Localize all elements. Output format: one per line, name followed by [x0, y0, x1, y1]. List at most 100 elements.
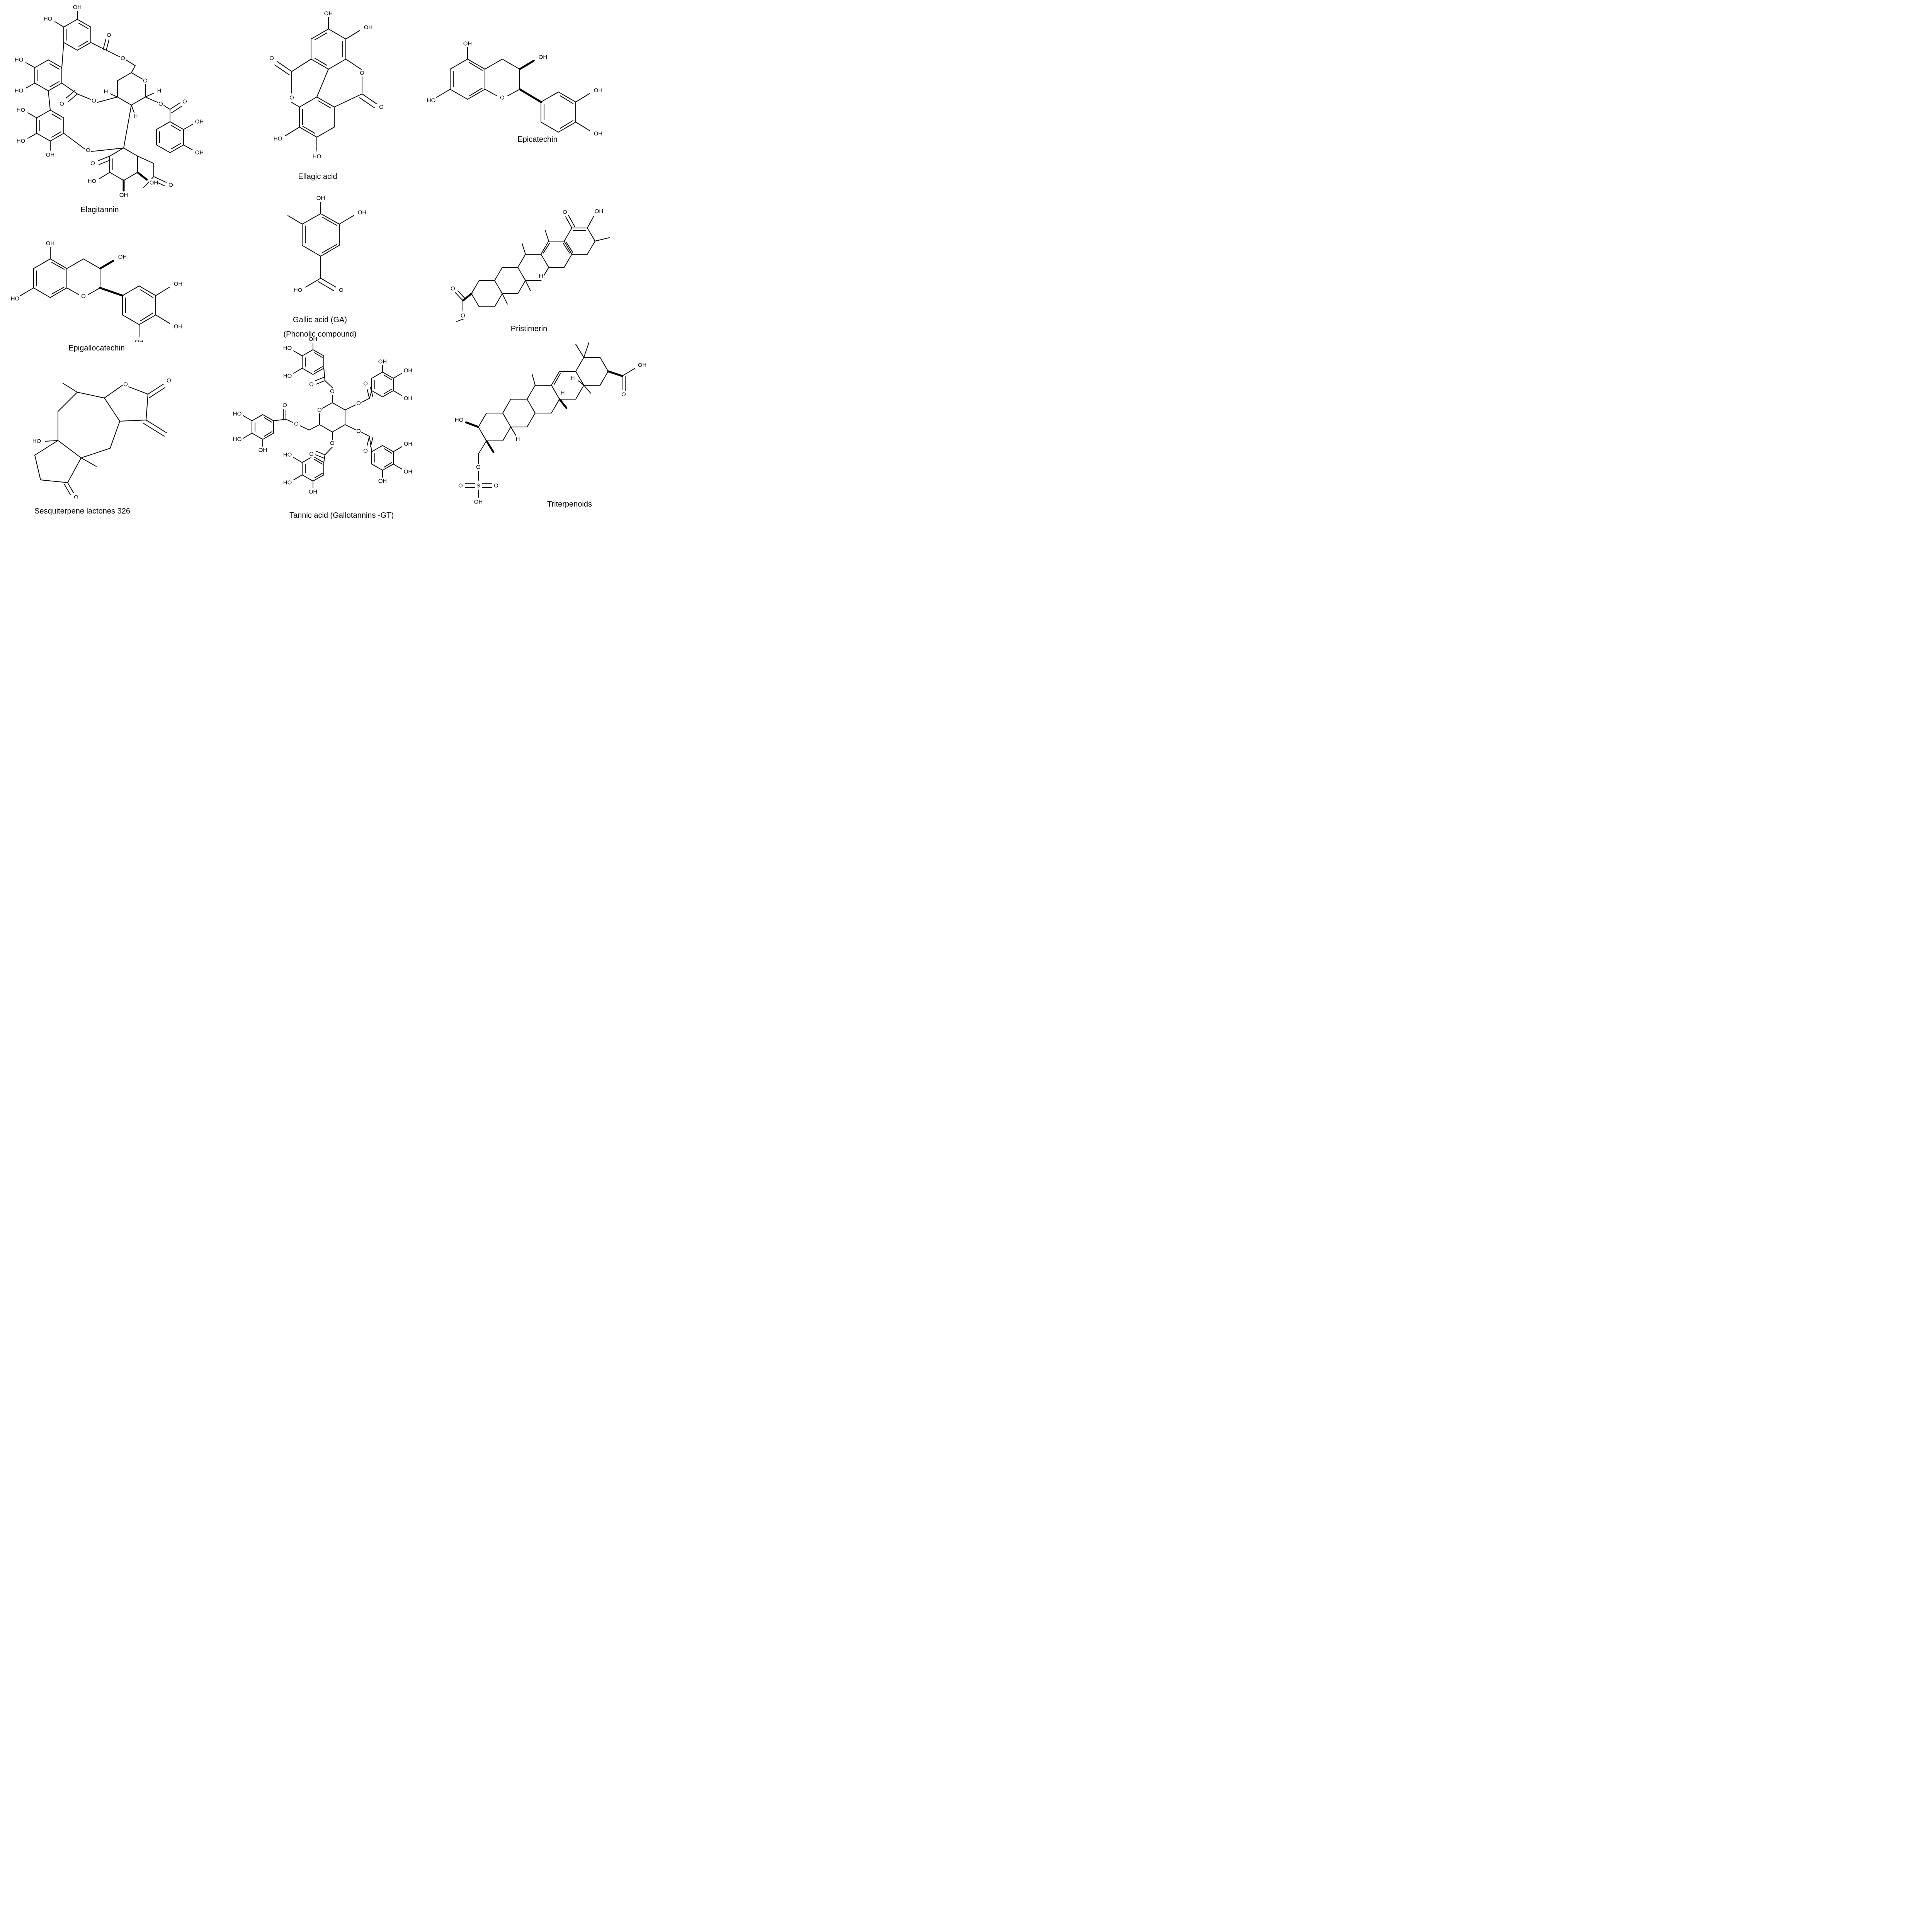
- atom-label: OH: [463, 41, 472, 47]
- caption-text: Triterpenoids: [547, 500, 592, 509]
- atom-label-mask: [289, 94, 295, 101]
- atom-label: HO: [313, 153, 321, 160]
- triterpenoids-bonds: [465, 342, 635, 498]
- atom-label-mask: [538, 54, 548, 61]
- atom-label: OH: [404, 395, 413, 402]
- atom-label: HO: [283, 480, 292, 486]
- tannic-acid-bonds: [243, 342, 402, 488]
- caption-text: Ellagic acid: [298, 172, 337, 181]
- atom-label-mask: [16, 107, 26, 114]
- atom-label-mask: [283, 372, 292, 379]
- atom-label: O: [167, 378, 171, 384]
- atom-label-mask: [329, 388, 335, 395]
- atom-label-mask: [195, 118, 204, 125]
- atom-label: OH: [195, 150, 204, 156]
- atom-label-mask: [474, 498, 483, 505]
- pristimerin-bonds: [455, 215, 610, 322]
- ellagic-acid-caption: Ellagic acid: [298, 172, 337, 181]
- atom-label-mask: [308, 488, 318, 495]
- atom-label-mask: [475, 464, 481, 471]
- atom-label-mask: [10, 295, 20, 302]
- atom-label: OH: [404, 441, 413, 447]
- caption-text: Tannic acid (Gallotannins -GT): [289, 511, 394, 520]
- atom-label: O: [621, 391, 626, 398]
- atom-label: HO: [88, 178, 97, 185]
- tannic-acid-atom-labels: OOOOHHOHOOOOHOHOHOOOHOHOHOOHOHOOHOOHOHOO…: [233, 336, 413, 495]
- atom-label: OH: [174, 323, 183, 330]
- atom-label-mask: [283, 451, 292, 458]
- sesquiterpene-bonds: [34, 383, 167, 495]
- atom-label-mask: [258, 447, 267, 454]
- atom-label-mask: [156, 87, 162, 94]
- atom-label-mask: [91, 97, 97, 104]
- atom-label-mask: [499, 94, 505, 101]
- atom-label: OH: [259, 447, 267, 454]
- atom-label: O: [90, 160, 95, 167]
- atom-label: O: [339, 287, 344, 294]
- pristimerin-caption: Pristimerin: [511, 325, 547, 333]
- atom-label-mask: [233, 436, 242, 443]
- atom-label-mask: [638, 362, 647, 369]
- atom-label: O: [81, 293, 86, 300]
- epigallocatechin-caption: Epigallocatechin: [68, 344, 125, 353]
- atom-label: HO: [11, 296, 20, 302]
- atom-label: O: [330, 388, 335, 395]
- atom-label: O: [289, 95, 294, 101]
- atom-label-mask: [14, 56, 24, 63]
- elagitannin-caption: Elagitannin: [81, 206, 119, 214]
- atom-label: HO: [283, 373, 292, 379]
- atom-label: OH: [118, 254, 127, 260]
- atom-label-mask: [182, 98, 188, 105]
- atom-label-mask: [570, 375, 576, 382]
- atom-label: HO: [283, 452, 292, 458]
- atom-label-mask: [308, 336, 318, 343]
- atom-label-mask: [460, 312, 466, 319]
- atom-label: OH: [364, 24, 373, 31]
- gallic-acid-caption: Gallic acid (GA) (Phonolic compound): [284, 316, 357, 339]
- atom-label-mask: [357, 209, 367, 216]
- atom-label-mask: [359, 70, 365, 77]
- atom-label-mask: [283, 345, 292, 352]
- sesquiterpene-caption: Sesquiterpene lactones 326: [34, 507, 130, 516]
- ellagic-acid-bonds: [274, 17, 377, 151]
- atom-label-mask: [316, 406, 323, 413]
- atom-label-mask: [378, 478, 387, 485]
- caption-text-line2: (Phonolic compound): [283, 330, 357, 338]
- atom-label-mask: [621, 391, 627, 398]
- atom-label: OH: [195, 119, 204, 125]
- atom-label: OH: [46, 152, 55, 158]
- atom-label: O: [379, 104, 384, 111]
- atom-label: OH: [404, 367, 413, 374]
- pristimerin-wedge-bonds: [462, 293, 473, 302]
- atom-label-mask: [118, 253, 127, 260]
- tannic-acid-structure: OOOOHHOHOOOOHOHOHOOOHOHOHOOHOHOOHOOHOHOO…: [233, 336, 413, 495]
- atom-label-mask: [475, 482, 481, 489]
- atom-label-mask: [166, 377, 172, 384]
- epicatechin-wedge-bonds: [519, 60, 542, 103]
- atom-label: OH: [309, 489, 318, 495]
- atom-label-mask: [324, 10, 333, 17]
- atom-label-mask: [43, 15, 53, 22]
- atom-label-mask: [282, 402, 288, 409]
- caption-text: Elagitannin: [80, 206, 119, 214]
- triterpenoids-wedge-bonds: [465, 370, 623, 453]
- atom-label: HO: [17, 138, 26, 145]
- atom-label: OH: [404, 469, 413, 475]
- atom-label: HO: [283, 345, 292, 352]
- atom-label-mask: [312, 153, 321, 160]
- atom-label: HO: [15, 57, 24, 63]
- atom-label-mask: [87, 178, 97, 185]
- atom-label: OH: [174, 281, 183, 287]
- atom-label: H: [104, 88, 108, 95]
